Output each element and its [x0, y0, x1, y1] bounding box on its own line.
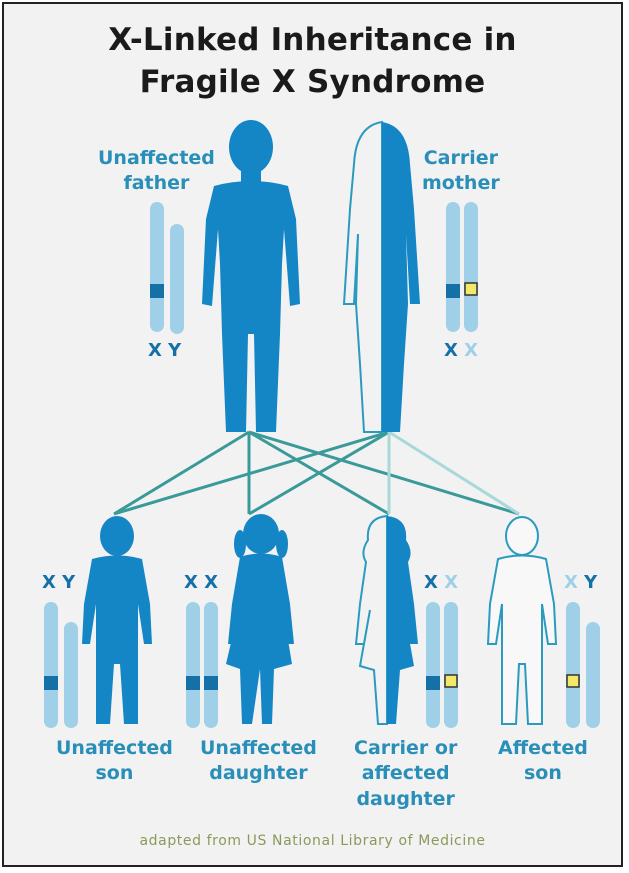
child-label-daughter2: Carrier or affected daughter [354, 736, 457, 812]
chromosome-icon [186, 602, 200, 728]
son2-chromosomes [566, 602, 600, 728]
son2-chrom-labels: X Y [564, 572, 597, 593]
chrom-label-y: Y [168, 340, 181, 361]
normal-band [426, 676, 440, 690]
line-father-son1 [114, 432, 249, 514]
normal-band [186, 676, 200, 690]
chromosome-icon [566, 602, 580, 728]
father-label-line2: father [98, 171, 215, 196]
child-label-son1: Unaffected son [56, 736, 173, 787]
child-label-daughter1: Unaffected daughter [200, 736, 317, 787]
chromosome-icon [464, 202, 478, 332]
son1-chrom-labels: X Y [42, 572, 75, 593]
girl-figure-icon [356, 516, 418, 724]
fragile-x-mutation-icon [567, 675, 579, 687]
boy-figure-icon [488, 517, 556, 724]
chromosome-icon [426, 602, 440, 728]
mother-label-line2: mother [422, 171, 500, 196]
father-label: Unaffected father [98, 146, 215, 197]
daughter1-chrom-labels: X X [184, 572, 218, 593]
fragile-x-mutation-icon [445, 675, 457, 687]
female-figure-icon [344, 122, 420, 432]
male-figure-icon [202, 120, 300, 432]
child-label-son2: Affected son [498, 736, 588, 787]
father-chromosomes [150, 202, 184, 334]
diagram-frame: X-Linked Inheritance in Fragile X Syndro… [2, 2, 623, 867]
chrom-label-x-carrier: X [464, 340, 478, 361]
son1-chromosomes [44, 602, 78, 728]
chromosome-icon [444, 602, 458, 728]
daughter2-chrom-labels: X X [424, 572, 458, 593]
chromosome-icon [586, 622, 600, 728]
father-label-line1: Unaffected [98, 146, 215, 171]
chrom-label-x: X [444, 340, 458, 361]
chrom-label-x: X [148, 340, 162, 361]
line-father-son2 [249, 432, 519, 514]
father-chrom-labels: X Y [148, 340, 181, 361]
normal-band [44, 676, 58, 690]
boy-figure-icon [82, 516, 152, 724]
chromosome-icon [44, 602, 58, 728]
chromosome-icon [64, 622, 78, 728]
mother-label: Carrier mother [422, 146, 500, 197]
chromosome-icon [204, 602, 218, 728]
girl-figure-icon [226, 514, 294, 724]
mother-chrom-labels: X X [444, 340, 478, 361]
line-mother-son1 [114, 432, 389, 514]
chromosome-icon [446, 202, 460, 332]
source-credit: adapted from US National Library of Medi… [4, 833, 621, 849]
chromosome-icon [170, 224, 184, 334]
daughter2-chromosomes [426, 602, 458, 728]
normal-band [446, 284, 460, 298]
line-mother-son2 [389, 432, 519, 514]
fragile-x-mutation-icon [465, 283, 477, 295]
mother-label-line1: Carrier [422, 146, 500, 171]
normal-band [204, 676, 218, 690]
chromosome-icon [150, 202, 164, 332]
normal-band [150, 284, 164, 298]
mother-chromosomes [446, 202, 478, 332]
daughter1-chromosomes [186, 602, 218, 728]
inheritance-lines [114, 432, 519, 514]
